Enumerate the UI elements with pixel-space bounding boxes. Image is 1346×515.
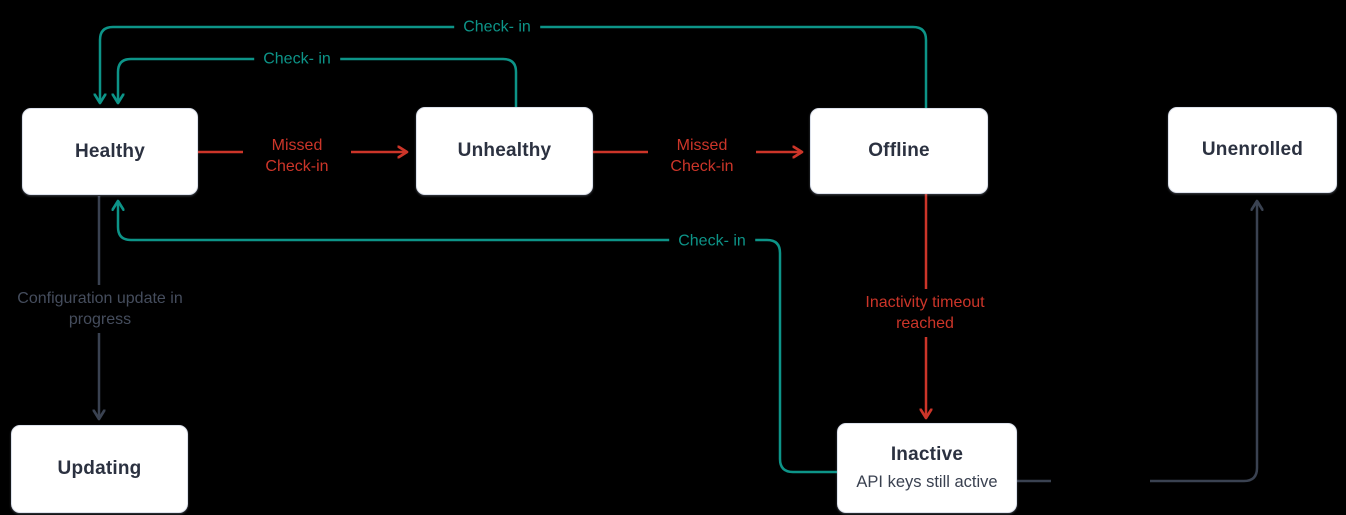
edge-checkin-inactive-to-healthy (118, 201, 837, 474)
node-unenrolled: Unenrolled (1168, 107, 1337, 193)
node-inactive-sublabel: API keys still active (856, 473, 998, 491)
edge-inactive-to-unenrolled (1017, 201, 1257, 483)
node-unhealthy-label: Unhealthy (457, 140, 552, 161)
node-healthy-label: Healthy (74, 140, 146, 162)
node-unhealthy: Unhealthy (416, 107, 593, 195)
node-unenrolled-label: Unenrolled (1201, 139, 1304, 160)
edge-label-inactivity-timeout: Inactivity timeout reached (836, 289, 1014, 337)
node-healthy: Healthy (22, 108, 198, 195)
edge-label-config-update: Configuration update in progress (0, 285, 207, 333)
node-updating: Updating (11, 425, 188, 513)
edge-gap-mask (1051, 468, 1150, 495)
node-inactive: Inactive API keys still active (837, 423, 1017, 513)
node-inactive-label: Inactive (890, 444, 964, 465)
edge-label-checkin-inactive-to-healthy: Check- in (669, 227, 755, 255)
node-offline-label: Offline (868, 140, 930, 161)
node-updating-label: Updating (57, 458, 142, 479)
edge-label-checkin-unhealthy-to-healthy: Check- in (254, 45, 340, 73)
edge-label-missed-checkin-healthy-to-unhealthy: Missed Check-in (243, 132, 351, 180)
edge-label-checkin-offline-to-healthy: Check- in (454, 13, 540, 41)
edge-label-missed-checkin-unhealthy-to-offline: Missed Check-in (648, 132, 756, 180)
node-offline: Offline (810, 108, 988, 194)
